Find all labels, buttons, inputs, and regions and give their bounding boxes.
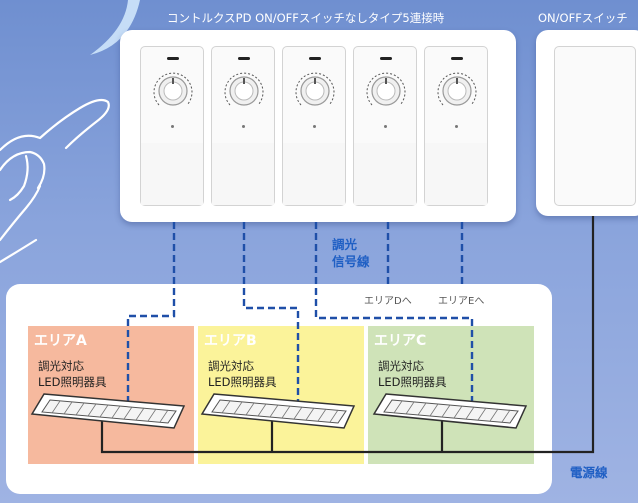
dimmer-push-button[interactable] — [354, 143, 416, 205]
knob-marker — [313, 125, 316, 128]
area-c-desc-2: LED照明器具 — [378, 375, 447, 389]
knob-marker — [384, 125, 387, 128]
signal-line-b — [242, 222, 300, 402]
dimmer-module-5 — [424, 46, 488, 206]
indicator-light-icon — [238, 57, 250, 60]
signal-line-label: 調光 信号線 — [332, 236, 370, 270]
signal-line-a — [126, 222, 176, 402]
dimmer-push-button[interactable] — [283, 143, 345, 205]
indicator-light-icon — [167, 57, 179, 60]
dimmer-push-button[interactable] — [141, 143, 203, 205]
led-fixture-b — [200, 393, 356, 429]
area-c-title: エリアC — [374, 333, 427, 349]
area-c-desc-1: 調光対応 — [378, 359, 424, 373]
hand-illustration — [0, 98, 110, 264]
to-area-d-label: エリアDへ — [364, 296, 412, 307]
area-b-title: エリアB — [204, 333, 257, 349]
dimmer-panel-caption: コントルクスPD ON/OFFスイッチなしタイプ5連接時 — [167, 11, 445, 25]
area-b-desc: 調光対応 LED照明器具 — [208, 358, 277, 390]
dimmer-switch-panel — [120, 30, 516, 222]
area-a-desc-2: LED照明器具 — [38, 375, 107, 389]
dimmer-module-3 — [282, 46, 346, 206]
area-a-desc-1: 調光対応 — [38, 359, 84, 373]
signal-line-label-1: 調光 — [332, 237, 358, 252]
dimmer-module-2 — [211, 46, 275, 206]
onoff-switch-rocker[interactable] — [554, 46, 636, 206]
indicator-light-icon — [451, 57, 463, 60]
area-b-desc-1: 調光対応 — [208, 359, 254, 373]
area-a-title: エリアA — [34, 333, 87, 349]
dimmer-module-4 — [353, 46, 417, 206]
decorative-crescent — [90, 0, 140, 55]
led-fixture-c — [372, 393, 528, 429]
dimmer-knob[interactable] — [362, 67, 410, 115]
area-b-desc-2: LED照明器具 — [208, 375, 277, 389]
dimmer-knob-area — [141, 47, 203, 144]
area-c-desc: 調光対応 LED照明器具 — [378, 358, 447, 390]
to-area-e-label: エリアEへ — [438, 296, 485, 307]
power-line-label: 電源線 — [570, 465, 608, 480]
signal-line-c — [314, 222, 474, 402]
dimmer-push-button[interactable] — [425, 143, 487, 205]
dimmer-push-button[interactable] — [212, 143, 274, 205]
signal-line-label-2: 信号線 — [332, 254, 370, 269]
indicator-light-icon — [309, 57, 321, 60]
knob-marker — [171, 125, 174, 128]
area-a-desc: 調光対応 LED照明器具 — [38, 358, 107, 390]
knob-marker — [242, 125, 245, 128]
power-line — [100, 216, 595, 454]
onoff-switch-caption: ON/OFFスイッチ — [538, 11, 628, 25]
indicator-light-icon — [380, 57, 392, 60]
dimmer-knob[interactable] — [433, 67, 481, 115]
dimmer-knob[interactable] — [220, 67, 268, 115]
led-fixture-a — [30, 393, 186, 429]
dimmer-knob[interactable] — [291, 67, 339, 115]
onoff-switch-panel — [536, 30, 638, 216]
dimmer-knob[interactable] — [149, 67, 197, 115]
dimmer-module-1 — [140, 46, 204, 206]
knob-marker — [455, 125, 458, 128]
